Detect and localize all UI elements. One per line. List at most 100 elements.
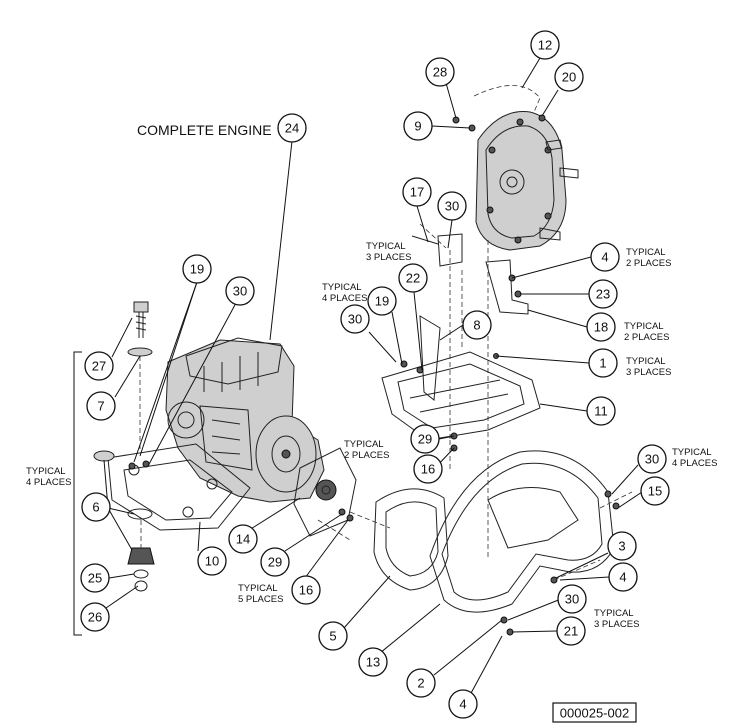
note-label: 3 PLACES: [366, 252, 411, 263]
svg-text:7: 7: [97, 399, 104, 414]
figure-number-box: 000025-002: [552, 702, 637, 723]
svg-text:17: 17: [410, 185, 424, 200]
note-label: 3 PLACES: [626, 367, 671, 378]
engine-drawing: [165, 337, 325, 503]
svg-text:29: 29: [268, 555, 282, 570]
svg-text:21: 21: [564, 624, 578, 639]
svg-text:3: 3: [618, 539, 625, 554]
svg-text:9: 9: [414, 119, 421, 134]
adapter-ring-drawing: [373, 488, 449, 591]
svg-text:4: 4: [459, 697, 466, 712]
note-label: TYPICAL: [626, 247, 666, 258]
callout-balloon[interactable]: 14: [228, 524, 258, 554]
callout-balloon[interactable]: 26: [80, 602, 110, 632]
callout-balloon[interactable]: 24: [277, 113, 307, 143]
note-label: TYPICAL: [322, 282, 362, 293]
svg-text:23: 23: [596, 287, 610, 302]
callout-balloon[interactable]: 4: [590, 242, 620, 272]
callout-balloon[interactable]: 16: [291, 575, 321, 605]
callout-balloon[interactable]: 23: [588, 279, 618, 309]
callout-balloon[interactable]: 27: [84, 351, 114, 381]
callout-balloon[interactable]: 29: [260, 547, 290, 577]
svg-text:13: 13: [366, 655, 380, 670]
svg-text:25: 25: [88, 571, 102, 586]
callout-balloon[interactable]: 19: [367, 286, 397, 316]
callout-balloon[interactable]: 6: [81, 492, 111, 522]
notes: TYPICAL 3 PLACES TYPICAL 2 PLACES TYPICA…: [26, 241, 717, 630]
svg-text:14: 14: [236, 532, 250, 547]
svg-text:30: 30: [233, 284, 247, 299]
callout-balloon[interactable]: 21: [556, 616, 586, 646]
gear-case-drawing: [473, 85, 579, 251]
note-label: 4 PLACES: [322, 293, 367, 304]
svg-text:27: 27: [92, 359, 106, 374]
figure-number: 000025-002: [560, 706, 629, 721]
callout-balloon[interactable]: 3: [607, 531, 637, 561]
note-label: TYPICAL: [366, 241, 406, 252]
callout-balloon[interactable]: 30: [557, 584, 587, 614]
note-label: 2 PLACES: [626, 258, 671, 269]
callout-balloon[interactable]: 30: [437, 191, 467, 221]
note-label: 4 PLACES: [26, 477, 71, 488]
bracket-line: [73, 351, 82, 636]
callout-balloon[interactable]: 9: [403, 111, 433, 141]
callout-balloon[interactable]: 13: [358, 647, 388, 677]
svg-text:19: 19: [375, 294, 389, 309]
note-label: 3 PLACES: [594, 619, 639, 630]
callout-balloon[interactable]: 1: [588, 348, 618, 378]
callout-balloon[interactable]: 20: [554, 62, 584, 92]
svg-text:5: 5: [329, 629, 336, 644]
svg-text:26: 26: [88, 610, 102, 625]
svg-text:29: 29: [418, 432, 432, 447]
note-label: 2 PLACES: [344, 450, 389, 461]
callout-balloon[interactable]: 16: [413, 454, 443, 484]
svg-text:30: 30: [445, 199, 459, 214]
note-label: TYPICAL: [238, 583, 278, 594]
callout-balloon[interactable]: 17: [402, 177, 432, 207]
isolator-mount-drawing: [93, 301, 155, 592]
callout-balloon[interactable]: 28: [425, 57, 455, 87]
svg-text:22: 22: [406, 271, 420, 286]
callout-balloon[interactable]: 11: [586, 396, 616, 426]
callout-balloon[interactable]: 4: [448, 689, 478, 719]
callout-balloon[interactable]: 22: [398, 263, 428, 293]
svg-text:12: 12: [538, 38, 552, 53]
frame-drawing: [381, 233, 541, 441]
callout-balloon[interactable]: 25: [80, 563, 110, 593]
callout-balloon[interactable]: 7: [86, 391, 116, 421]
note-label: TYPICAL: [26, 466, 66, 477]
callout-balloon[interactable]: 10: [197, 546, 227, 576]
callout-balloon[interactable]: 12: [530, 30, 560, 60]
complete-engine-label: COMPLETE ENGINE: [137, 122, 272, 138]
drive-cover-drawing: [429, 450, 615, 613]
svg-text:20: 20: [562, 70, 576, 85]
callout-balloon[interactable]: 8: [462, 310, 492, 340]
svg-text:8: 8: [473, 318, 480, 333]
callout-balloon[interactable]: 30: [340, 304, 370, 334]
callout-balloon[interactable]: 2: [406, 668, 436, 698]
svg-text:4: 4: [601, 250, 608, 265]
svg-text:30: 30: [348, 312, 362, 327]
svg-text:30: 30: [565, 592, 579, 607]
callout-balloon[interactable]: 19: [182, 254, 212, 284]
callouts: 12 28 20 9 24 17 30 4 23 18 1 11 19 30 2…: [80, 30, 670, 719]
svg-text:6: 6: [92, 500, 99, 515]
svg-text:19: 19: [190, 262, 204, 277]
part-drawings: [73, 85, 633, 636]
callout-balloon[interactable]: 5: [318, 621, 348, 651]
note-label: TYPICAL: [344, 439, 384, 450]
svg-text:28: 28: [433, 65, 447, 80]
callout-balloon[interactable]: 29: [410, 424, 440, 454]
svg-text:2: 2: [417, 676, 424, 691]
callout-balloon[interactable]: 15: [640, 476, 670, 506]
callout-balloon[interactable]: 4: [608, 562, 638, 592]
callout-balloon[interactable]: 30: [225, 276, 255, 306]
svg-text:15: 15: [648, 484, 662, 499]
svg-text:11: 11: [594, 404, 608, 419]
callout-balloon[interactable]: 30: [637, 444, 667, 474]
svg-text:4: 4: [619, 570, 626, 585]
callout-balloon[interactable]: 18: [586, 312, 616, 342]
note-label: TYPICAL: [672, 447, 712, 458]
svg-text:16: 16: [421, 462, 435, 477]
